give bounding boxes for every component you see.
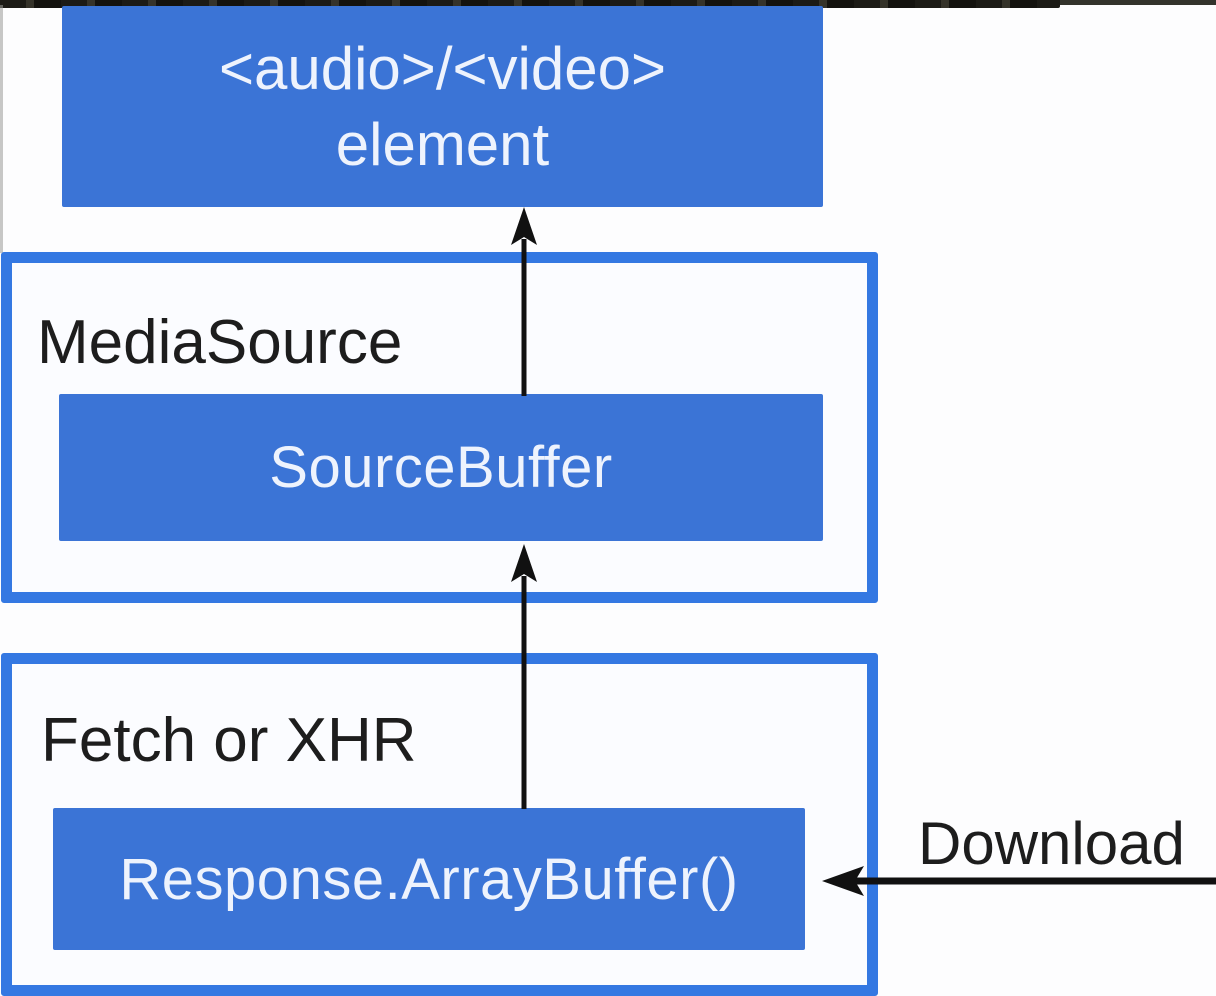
audio-video-element-box-label: <audio>/<video> element bbox=[219, 31, 666, 183]
audio-video-element-box: <audio>/<video> element bbox=[62, 6, 823, 207]
top-letterbox-bar-noise bbox=[0, 0, 1060, 8]
left-edge-artifact-line bbox=[0, 5, 3, 253]
source-buffer-label: SourceBuffer bbox=[269, 435, 613, 500]
download-label: Download bbox=[918, 810, 1185, 877]
response-arraybuffer-box: Response.ArrayBuffer() bbox=[53, 808, 805, 950]
audio-video-label-line1: <audio>/<video> bbox=[218, 34, 667, 102]
audio-video-label-line2: element bbox=[335, 110, 550, 178]
media-source-label: MediaSource bbox=[37, 308, 403, 377]
source-buffer-box: SourceBuffer bbox=[59, 394, 823, 541]
response-arraybuffer-label: Response.ArrayBuffer() bbox=[119, 846, 739, 912]
fetch-xhr-label: Fetch or XHR bbox=[41, 706, 417, 775]
